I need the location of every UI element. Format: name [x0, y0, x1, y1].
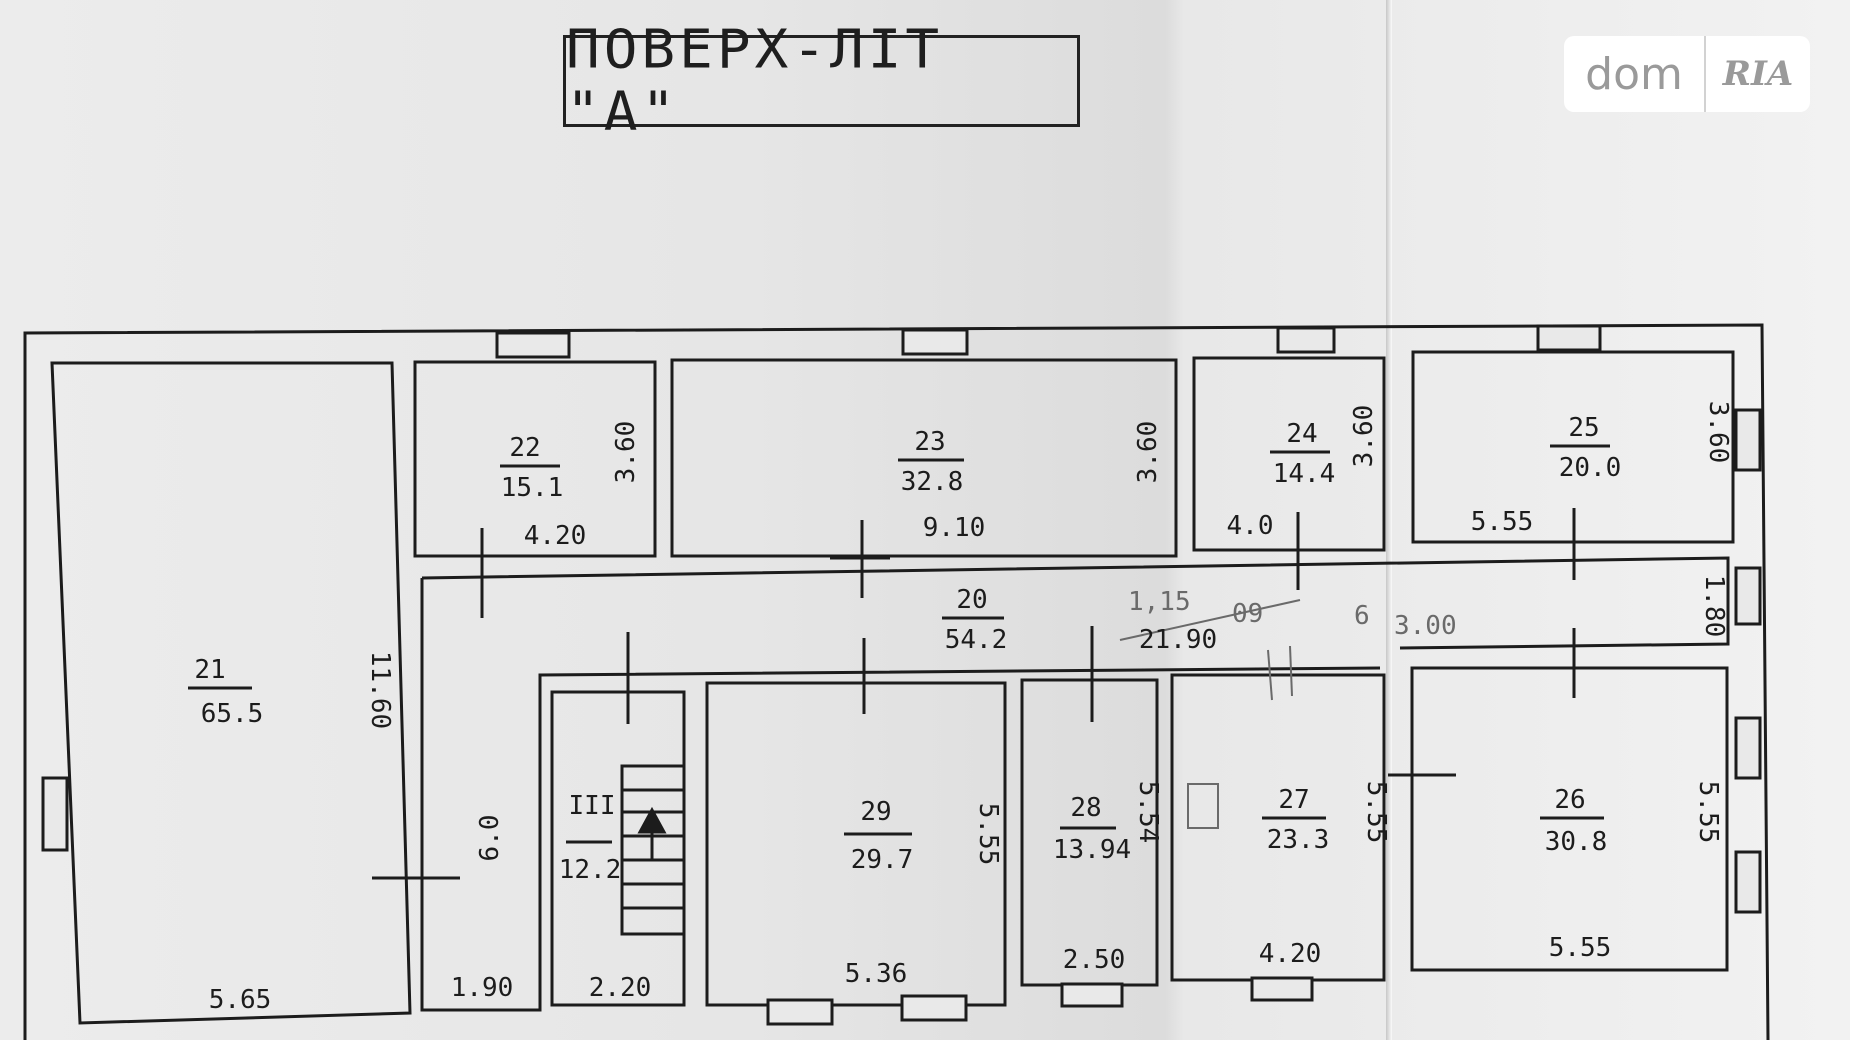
paper-fold	[1386, 0, 1392, 1040]
pencil-note-b: 09	[1232, 599, 1263, 629]
corridor-20-lower	[420, 578, 1381, 1012]
window	[766, 998, 834, 1026]
stair-treads	[620, 764, 686, 936]
room-25-id: 25	[1568, 413, 1599, 443]
window	[1734, 716, 1762, 780]
plan-title: ПОВЕРХ-ЛІТ "А"	[566, 19, 944, 143]
watermark-divider	[1704, 36, 1706, 112]
room-21-width: 5.65	[209, 985, 272, 1015]
pencil-annotations: 1,15 09 6 3.00	[1128, 587, 1457, 641]
room-23-outline	[670, 358, 1178, 558]
pencil-note-d: 3.00	[1394, 611, 1457, 641]
pencil-marks	[1119, 599, 1301, 829]
room-24-width: 4.0	[1227, 511, 1274, 541]
pencil-box	[1187, 783, 1219, 829]
room-21-area: 65.5	[201, 699, 264, 729]
window	[1734, 408, 1762, 472]
watermark-sub: RIA	[1722, 54, 1794, 94]
window	[1276, 326, 1336, 354]
room-29-depth: 5.55	[973, 803, 1003, 866]
room-24-id: 24	[1286, 419, 1317, 449]
stair-arrow-head	[637, 806, 667, 834]
corridor-20-outline	[421, 556, 1730, 650]
window	[900, 994, 968, 1022]
room-20-width: 21.90	[1139, 625, 1217, 655]
room-23-depth: 3.60	[1133, 421, 1163, 484]
room-25-width: 5.55	[1471, 507, 1534, 537]
room-20-id: 20	[956, 585, 987, 615]
room-26-id: 26	[1554, 785, 1585, 815]
pencil-line	[1267, 649, 1273, 701]
room-20-area: 54.2	[945, 625, 1008, 655]
window	[1734, 850, 1762, 914]
stair-3-width: 2.20	[589, 973, 652, 1003]
room-27-area: 23.3	[1267, 825, 1330, 855]
room-28-width: 2.50	[1063, 945, 1126, 975]
stair-3-outline	[550, 690, 686, 1007]
pencil-note-c: 6	[1354, 601, 1370, 631]
room-23-width: 9.10	[923, 513, 986, 543]
room-27-id: 27	[1278, 785, 1309, 815]
window	[1250, 976, 1314, 1002]
outer-wall	[23, 323, 1770, 1040]
room-26-outline	[1410, 666, 1729, 972]
room-21-depth: 11.60	[365, 651, 395, 729]
room-29-area: 29.7	[851, 845, 914, 875]
room-28-id: 28	[1070, 793, 1101, 823]
room-22-area: 15.1	[501, 473, 564, 503]
pencil-note-a: 1,15	[1128, 587, 1191, 617]
room-22-width: 4.20	[524, 521, 587, 551]
room-24-depth: 3.60	[1349, 405, 1379, 468]
room-28-depth: 5.54	[1133, 781, 1163, 844]
room-27-width: 4.20	[1259, 939, 1322, 969]
window	[41, 776, 69, 852]
room-21-outline	[50, 361, 412, 1025]
room-27-depth: 5.55	[1361, 781, 1391, 844]
room-labels: 21 65.5 5.65 11.60 22 15.1 4.20 3.60 23 …	[188, 401, 1733, 1015]
room-23-id: 23	[914, 427, 945, 457]
pencil-line	[1119, 599, 1301, 641]
dom-ria-watermark: dom RIA	[1564, 36, 1810, 112]
window	[1734, 566, 1762, 626]
room-29-outline	[705, 681, 1007, 1007]
room-26-width: 5.55	[1549, 933, 1612, 963]
window	[1060, 982, 1124, 1008]
stair-3-id: III	[569, 791, 616, 821]
corridor-depth: 6.0	[475, 815, 505, 862]
room-22-outline	[413, 360, 657, 558]
corridor-width: 1.90	[451, 973, 514, 1003]
room-22-id: 22	[509, 433, 540, 463]
window	[495, 331, 571, 359]
room-25-depth: 3.60	[1703, 401, 1733, 464]
room-28-area: 13.94	[1053, 835, 1131, 865]
watermark-brand: dom	[1585, 48, 1683, 100]
stair-tread-box	[620, 764, 686, 936]
room-25-area: 20.0	[1559, 453, 1622, 483]
room-24-area: 14.4	[1273, 459, 1336, 489]
room-29-id: 29	[860, 797, 891, 827]
room-26-depth: 5.55	[1693, 781, 1723, 844]
room-29-width: 5.36	[845, 959, 908, 989]
door-marks	[372, 508, 1576, 880]
room-26-area: 30.8	[1545, 827, 1608, 857]
window	[1536, 324, 1602, 352]
walls	[23, 323, 1770, 1040]
room-21-id: 21	[194, 655, 225, 685]
pencil-line	[1289, 645, 1293, 697]
room-23-area: 32.8	[901, 467, 964, 497]
windows	[41, 324, 1762, 1026]
room-22-depth: 3.60	[611, 421, 641, 484]
room-24-outline	[1192, 356, 1386, 552]
title-box: ПОВЕРХ-ЛІТ "А"	[563, 19, 1080, 143]
stair-3-area: 12.2	[559, 855, 622, 885]
room-20-depth: 1.80	[1699, 575, 1729, 638]
window	[901, 328, 969, 356]
